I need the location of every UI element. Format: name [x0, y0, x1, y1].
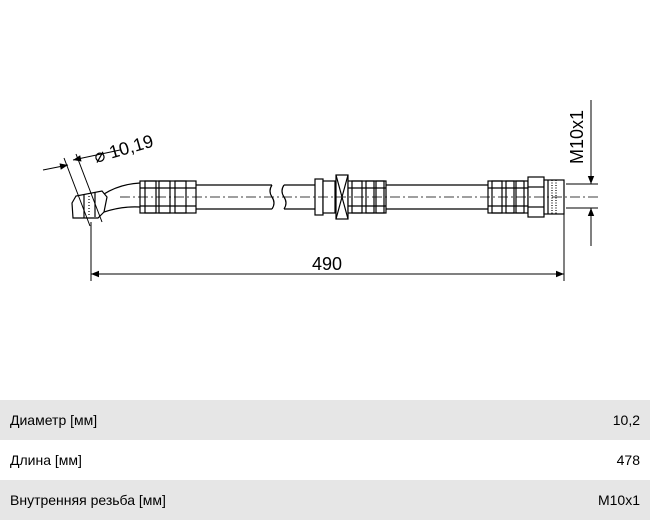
- spec-value: 10,2: [612, 412, 640, 428]
- diameter-label: ⌀ 10,19: [92, 131, 156, 167]
- length-label: 490: [312, 254, 342, 274]
- spec-value: 478: [616, 452, 640, 468]
- thread-dimension: [566, 100, 598, 246]
- spec-value: M10x1: [597, 492, 640, 508]
- brake-hose-drawing: ⌀ 10,19 490 M10x1: [42, 100, 600, 281]
- spec-row-length: Длина [мм] 478: [0, 440, 650, 480]
- spec-row-thread: Внутренняя резьба [мм] M10x1: [0, 480, 650, 520]
- spec-label: Длина [мм]: [10, 452, 82, 468]
- diameter-dimension: [42, 149, 121, 227]
- spec-label: Диаметр [мм]: [10, 412, 98, 428]
- length-dimension: [90, 214, 565, 281]
- spec-label: Внутренняя резьба [мм]: [10, 492, 166, 508]
- thread-label: M10x1: [567, 110, 587, 164]
- spec-row-diameter: Диаметр [мм] 10,2: [0, 400, 650, 440]
- spec-table: Диаметр [мм] 10,2 Длина [мм] 478 Внутрен…: [0, 400, 650, 520]
